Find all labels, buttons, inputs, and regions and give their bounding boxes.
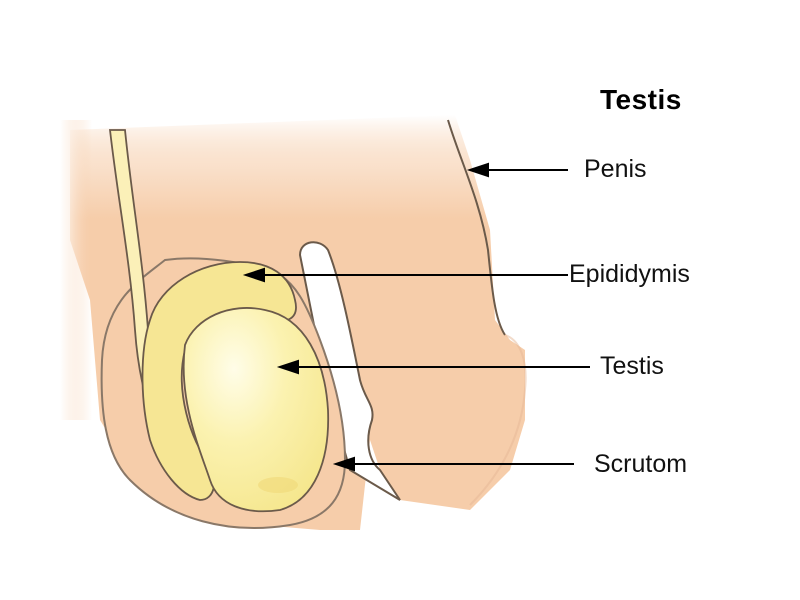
arrow-scrotum	[332, 456, 574, 472]
penis-outline	[447, 119, 506, 336]
arrow-testis	[276, 359, 590, 375]
arrow-penis	[466, 162, 568, 178]
label-testis: Testis	[600, 352, 664, 380]
label-scrotum: Scrutom	[594, 450, 688, 478]
label-penis: Penis	[584, 155, 647, 183]
gap	[298, 241, 401, 501]
testis-body	[182, 307, 330, 513]
label-epididymis: Epididymis	[569, 260, 690, 288]
arrow-epididymis	[242, 267, 568, 283]
diagram-title: Testis	[600, 84, 682, 115]
